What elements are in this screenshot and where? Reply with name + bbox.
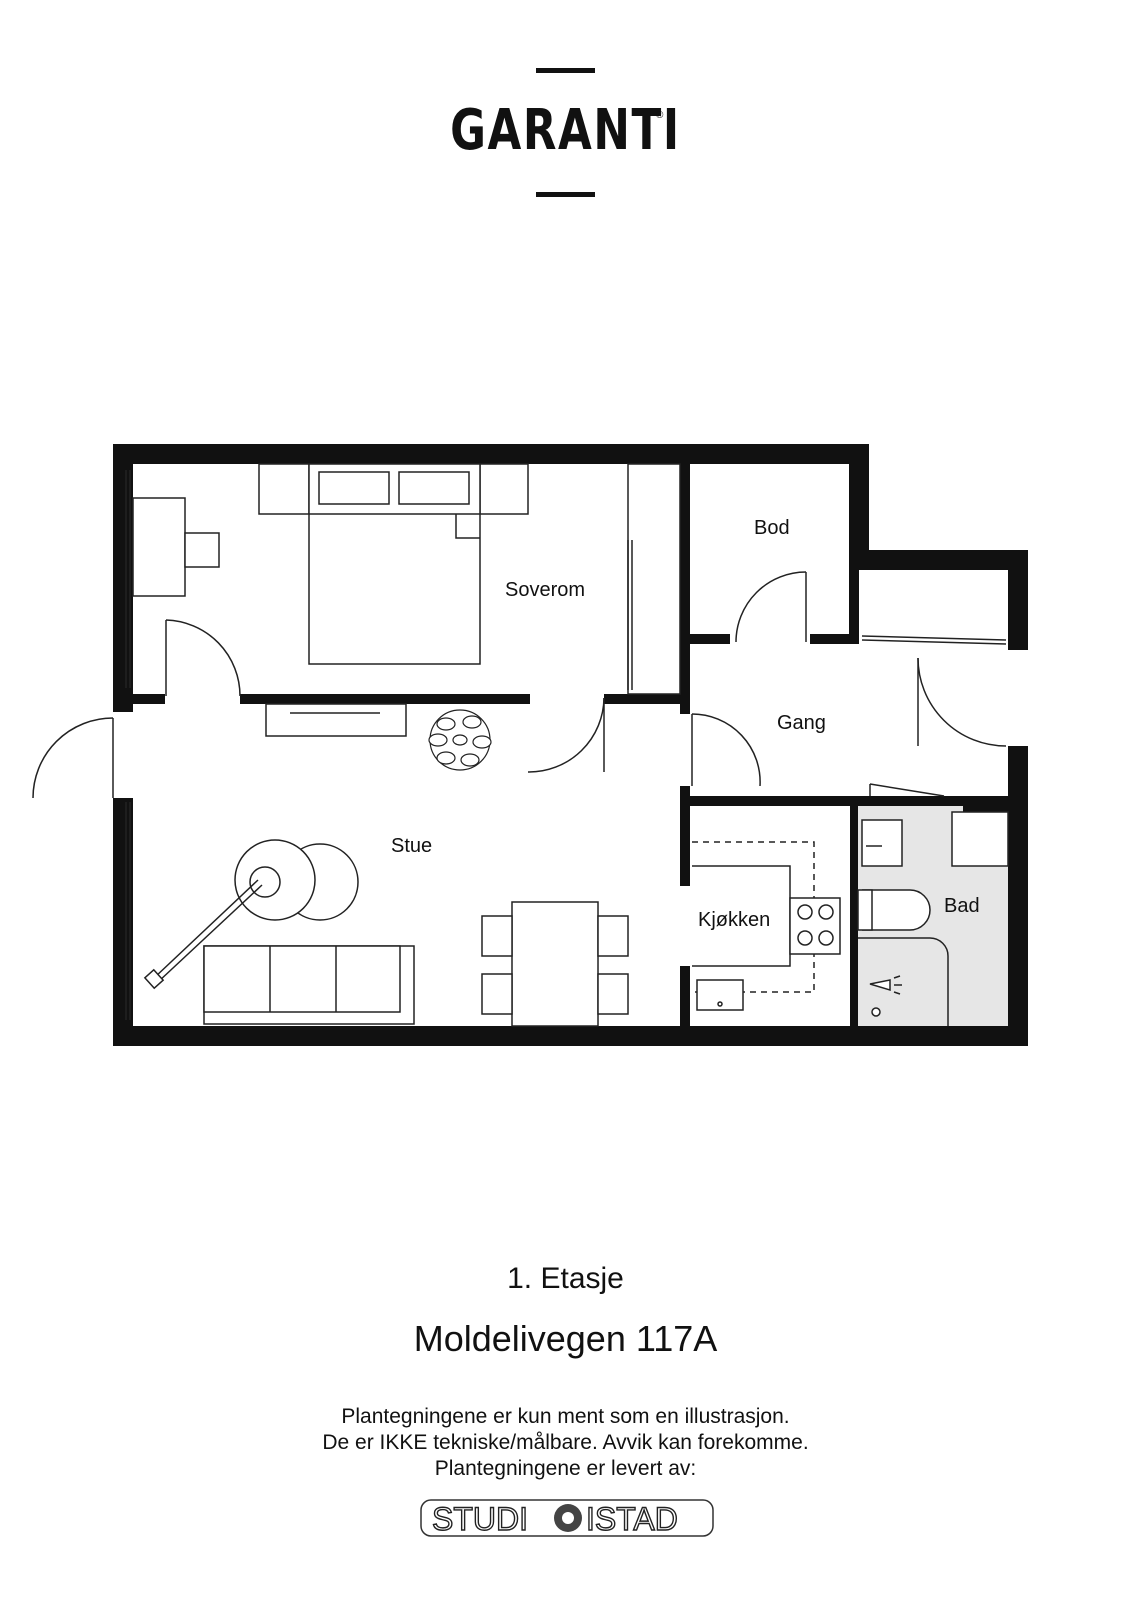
room-label-bad: Bad <box>944 895 980 917</box>
disclaimer-line-3: Plantegningene er levert av: <box>434 1457 697 1480</box>
doors <box>32 571 1007 799</box>
brand-name: GARANTI <box>450 98 681 163</box>
studio-istad-logo: STUDI ISTAD <box>420 1499 714 1538</box>
registered-mark: ® <box>656 110 664 121</box>
plant <box>428 709 492 771</box>
logo-bottom-bar <box>536 192 595 197</box>
brand-logo <box>0 60 1131 210</box>
room-label-gang: Gang <box>777 712 826 734</box>
studio-logo-right: ISTAD <box>586 1501 678 1537</box>
logo-top-bar <box>536 68 595 73</box>
address-title: Moldelivegen 117A <box>413 1318 718 1359</box>
bath-fixtures <box>857 811 1009 1026</box>
studio-logo-left: STUDI <box>432 1501 528 1537</box>
bedroom-furniture <box>132 463 681 737</box>
windows <box>125 470 1007 1020</box>
room-label-bod: Bod <box>754 517 790 539</box>
walls <box>113 444 1028 1046</box>
disclaimer-line-2: De er IKKE tekniske/målbare. Avvik kan f… <box>322 1431 809 1454</box>
room-label-kjokken: Kjøkken <box>698 909 770 931</box>
room-label-soverom: Soverom <box>505 579 585 601</box>
floor-title: 1. Etasje <box>507 1262 624 1295</box>
room-label-stue: Stue <box>391 835 432 857</box>
living-furniture <box>143 839 629 1027</box>
kitchen-fixtures <box>692 841 841 1011</box>
disclaimer-line-1: Plantegningene er kun ment som en illust… <box>341 1405 790 1428</box>
